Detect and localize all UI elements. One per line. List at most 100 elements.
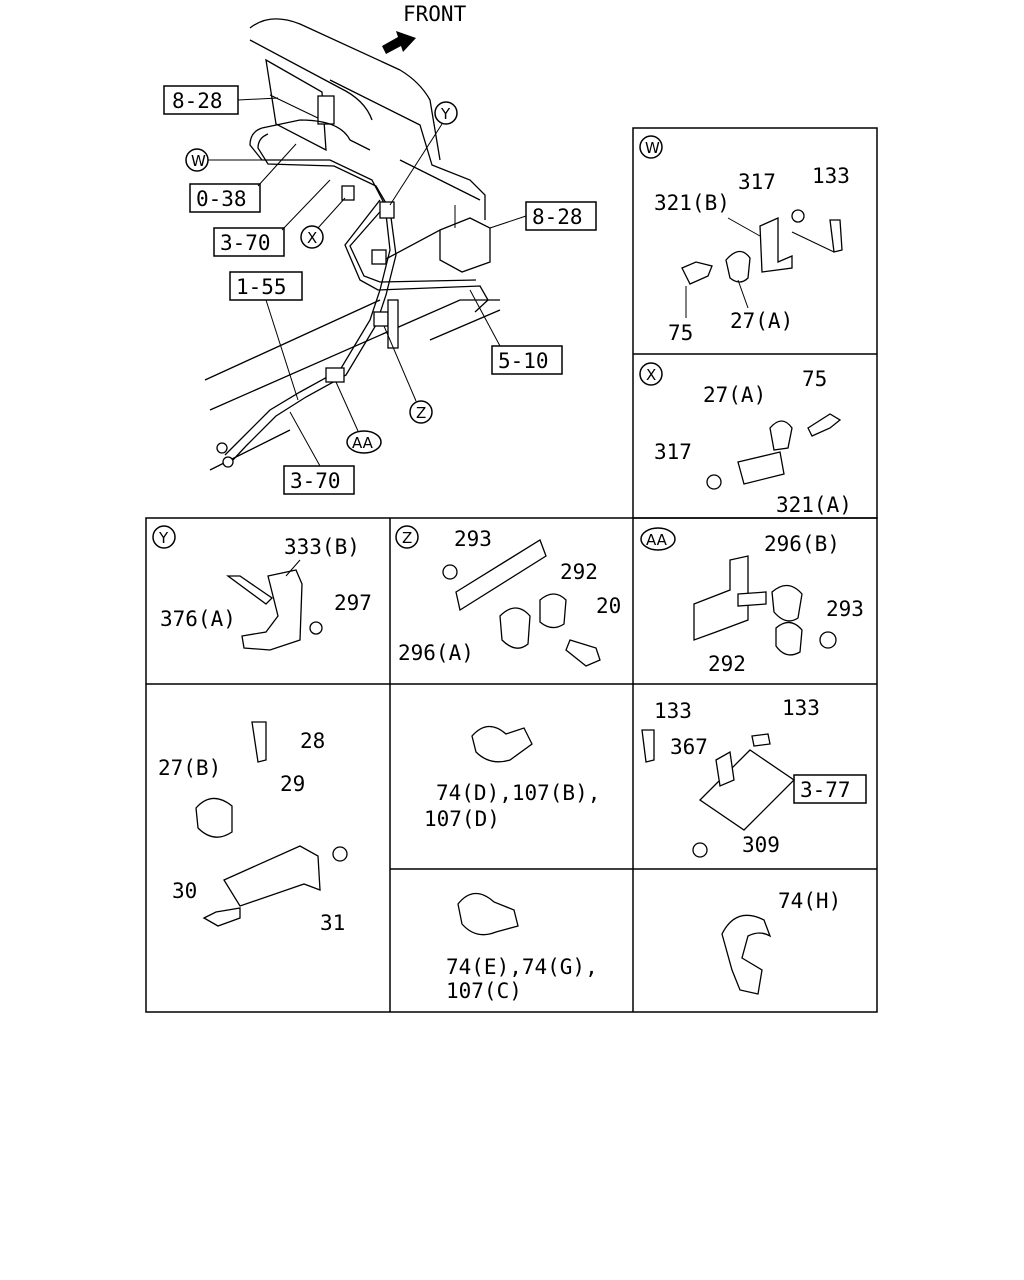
panel-w-tag: W (645, 139, 660, 157)
part-292: 292 (560, 560, 598, 584)
part-x-27a: 27(A) (703, 383, 766, 407)
bracket-296b (693, 555, 749, 641)
part-27a: 27(A) (730, 309, 793, 333)
clip-74h-icon (721, 914, 772, 995)
mount-plate (265, 58, 327, 152)
part-75: 75 (668, 321, 693, 345)
panel-y: Y 333(B) 376(A) 297 (152, 525, 372, 651)
clip-aa-upper (771, 584, 803, 622)
part-321b: 321(B) (654, 191, 730, 215)
panel-aa-tag: AA (646, 531, 668, 549)
callout-w: W (185, 148, 262, 172)
bolt-377-133-left (641, 729, 655, 763)
svg-text:Z: Z (416, 404, 426, 422)
part-74h: 74(H) (778, 889, 841, 913)
ref-1-55: 1-55 (236, 275, 287, 299)
part-107c: 107(C) (446, 979, 522, 1003)
panel-y-tag: Y (158, 529, 169, 547)
bracket-321b (759, 216, 793, 273)
clip-aa-lower (775, 621, 803, 656)
bolt-z-20 (565, 639, 601, 667)
ref-0-38: 0-38 (196, 187, 247, 211)
bolt-133 (829, 219, 843, 253)
bracket-x-321a (737, 451, 785, 485)
panel-clip-h: 74(H) (721, 889, 841, 995)
panel-bracket-377: 133 133 367 309 3-77 (641, 696, 867, 858)
floor-line-1 (204, 299, 381, 381)
valve-block (317, 95, 335, 125)
part-296a: 296(A) (398, 641, 474, 665)
clip-z-292-a (499, 607, 531, 649)
panel-clip-e: 74(E),74(G), 107(C) (446, 892, 598, 1003)
part-aa-292: 292 (708, 652, 746, 676)
panel-x: X 27(A) 75 317 321(A) (639, 362, 852, 517)
bolt-x-75 (807, 413, 842, 437)
part-74d-107b: 74(D),107(B), (436, 781, 600, 805)
part-74e-74g: 74(E),74(G), (446, 955, 598, 979)
part-367: 367 (670, 735, 708, 759)
callout-aa: AA (335, 381, 382, 454)
proportioning-valve (439, 217, 491, 273)
nut-317 (791, 209, 805, 223)
bolt-aa (737, 591, 767, 607)
ref-3-77: 3-77 (800, 778, 851, 802)
part-20: 20 (596, 594, 621, 618)
clip-z-292-b (539, 593, 567, 629)
part-31: 31 (320, 911, 345, 935)
pipe-clip-aa (325, 367, 345, 383)
pipe-clip-x (341, 185, 355, 201)
detail-grid (145, 127, 878, 1013)
svg-text:Y: Y (440, 105, 451, 123)
part-30: 30 (172, 879, 197, 903)
svg-text:W: W (191, 152, 206, 170)
part-317: 317 (738, 170, 776, 194)
bolt-75 (681, 261, 713, 285)
part-376a: 376(A) (160, 607, 236, 631)
bolt-30 (202, 907, 241, 927)
bolt-377-133-right (751, 733, 771, 747)
bracket-377-plate (698, 749, 796, 831)
clip-x-27a (769, 420, 793, 451)
frame-inner-edge (249, 39, 373, 121)
ref-3-70-bottom: 3-70 (290, 469, 341, 493)
frame-side (329, 79, 486, 220)
nut-31 (332, 846, 348, 862)
nut-297 (309, 621, 323, 635)
clip-74e-icon (457, 892, 519, 936)
panel-w: W 321(B) 317 133 75 27(A) (639, 135, 850, 345)
ref-8-28-top: 8-28 (172, 89, 223, 113)
part-309: 309 (742, 833, 780, 857)
bracket-29 (223, 845, 321, 907)
clip-27a (725, 250, 751, 283)
part-x-317: 317 (654, 440, 692, 464)
bolt-376a (226, 575, 274, 605)
clip-27b (195, 797, 233, 838)
part-293: 293 (454, 527, 492, 551)
part-27b: 27(B) (158, 756, 221, 780)
callout-x: X (300, 197, 346, 249)
part-377-133-left: 133 (654, 699, 692, 723)
ref-3-70-top: 3-70 (220, 231, 271, 255)
clip-74d-icon (471, 725, 533, 763)
nut-z-293 (442, 564, 458, 580)
bracket-367 (715, 750, 735, 787)
nut-x-317 (706, 474, 722, 490)
part-333b: 333(B) (284, 535, 360, 559)
part-377-133-right: 133 (782, 696, 820, 720)
nut-309 (692, 842, 708, 858)
panel-z-tag: Z (402, 529, 412, 547)
ref-5-10: 5-10 (498, 349, 549, 373)
front-label: FRONT (403, 2, 467, 26)
part-x-75: 75 (802, 367, 827, 391)
pipe-clip-y (379, 201, 395, 219)
bracket-333b (241, 569, 303, 651)
part-x-321a: 321(A) (776, 493, 852, 517)
z-bracket (387, 299, 399, 349)
part-aa-293: 293 (826, 597, 864, 621)
panel-z: Z 293 292 20 296(A) (395, 525, 621, 667)
frame-rail (399, 159, 481, 201)
main-assembly-view: FRONT 8-28 (163, 2, 597, 495)
plate-296a (455, 539, 547, 612)
pipe-clip-upper (371, 249, 387, 265)
